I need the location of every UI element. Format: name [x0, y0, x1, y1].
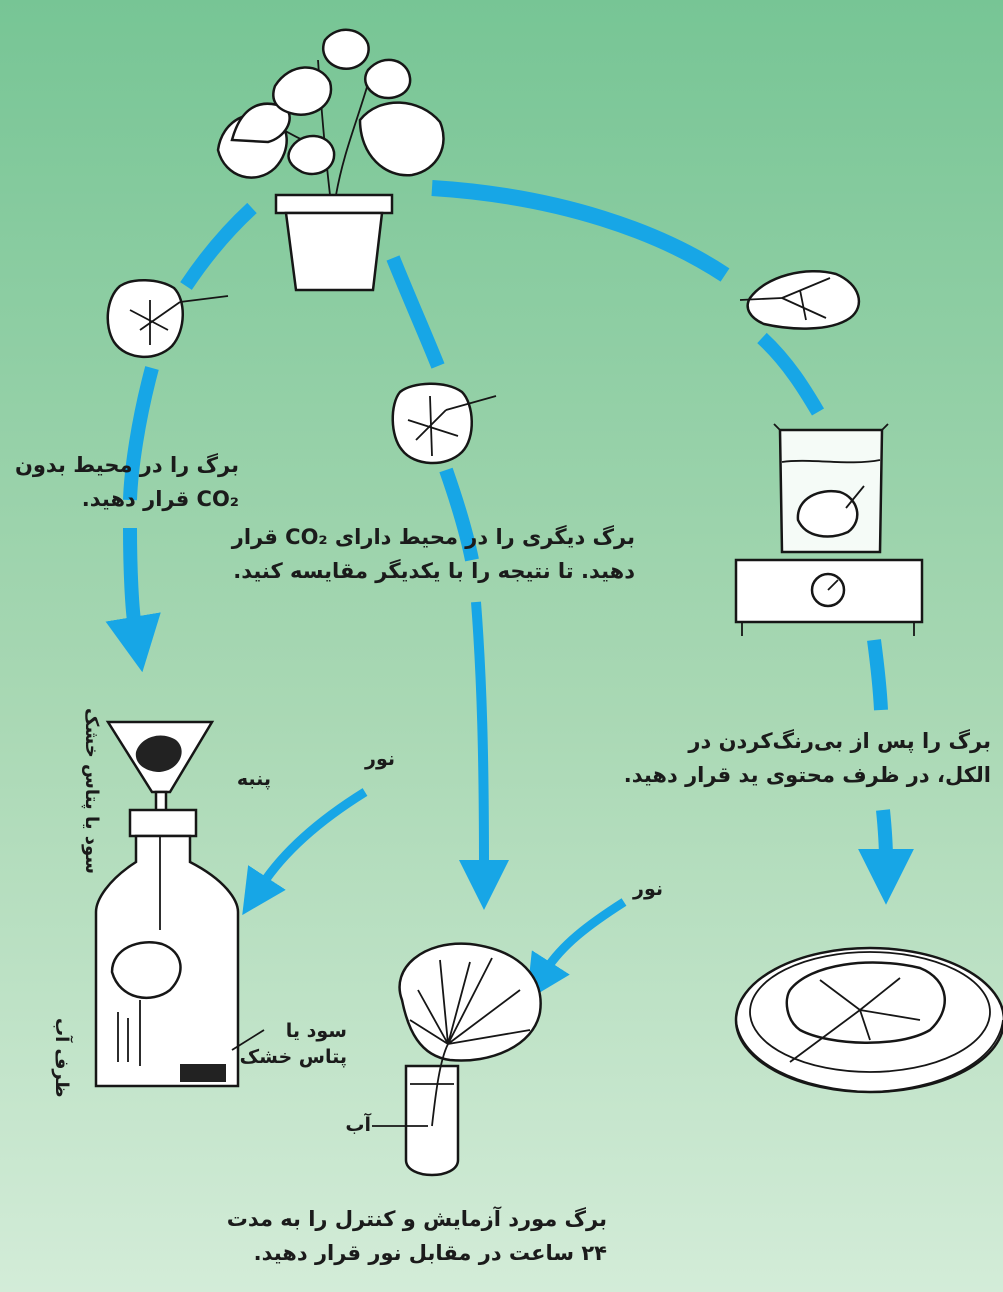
step-right-text: برگ را پس از بی‌رنگ‌کردن در الکل، در ظرف… — [624, 724, 991, 792]
bottle-apparatus — [94, 720, 265, 1088]
step-left-line-1: برگ را در محیط بدون — [14, 453, 239, 477]
label-soda-potash: سود یا پتاس خشک — [240, 1018, 347, 1070]
arrow-middle-path — [386, 255, 509, 910]
step-bottom-line-1: برگ مورد آزمایش و کنترل را به مدت — [226, 1207, 607, 1231]
step-left-text: برگ را در محیط بدون CO₂ قرار دهید. — [15, 448, 239, 516]
label-soda-line-1: سود یا — [285, 1020, 347, 1042]
light-arrow-left — [242, 788, 368, 916]
label-soda-line-2: پتاس خشک — [239, 1046, 347, 1068]
leaf-left — [106, 279, 229, 359]
label-soda-potash-vertical: سود یا پتاس خشک — [81, 708, 102, 874]
step-middle-line-1: برگ دیگری را در محیط دارای CO₂ قرار — [231, 525, 635, 549]
light-arrow-middle — [526, 898, 627, 1001]
label-water-container: ظرف آب — [51, 1018, 72, 1098]
label-light-middle: نور — [633, 878, 663, 900]
leaf-right — [739, 270, 861, 330]
label-light-left: نور — [365, 748, 395, 770]
step-right-line-2: الکل، در ظرف محتوی ید قرار دهید. — [623, 763, 991, 787]
heater-with-beaker — [734, 423, 924, 636]
potted-plant-illustration — [216, 28, 445, 292]
step-bottom-text: برگ مورد آزمایش و کنترل را به مدت ۲۴ ساع… — [227, 1202, 607, 1270]
test-tube-with-leaf — [372, 942, 542, 1177]
label-cotton: پنبه — [236, 768, 271, 790]
step-middle-line-2: دهید. تا نتیجه را با یکدیگر مقایسه کنید. — [233, 559, 635, 583]
step-bottom-line-2: ۲۴ ساعت در مقابل نور قرار دهید. — [253, 1241, 607, 1265]
label-water: آب — [345, 1114, 371, 1136]
step-left-line-2: CO₂ قرار دهید. — [81, 487, 239, 511]
petri-dish — [734, 946, 1003, 1094]
plant-foliage — [216, 28, 445, 196]
step-middle-text: برگ دیگری را در محیط دارای CO₂ قرار دهید… — [232, 520, 635, 588]
plant-pot — [274, 193, 394, 292]
step-right-line-1: برگ را پس از بی‌رنگ‌کردن در — [688, 729, 991, 753]
leaf-middle — [391, 382, 497, 465]
arrow-right-path — [431, 180, 914, 905]
arrow-left-path — [105, 202, 257, 673]
